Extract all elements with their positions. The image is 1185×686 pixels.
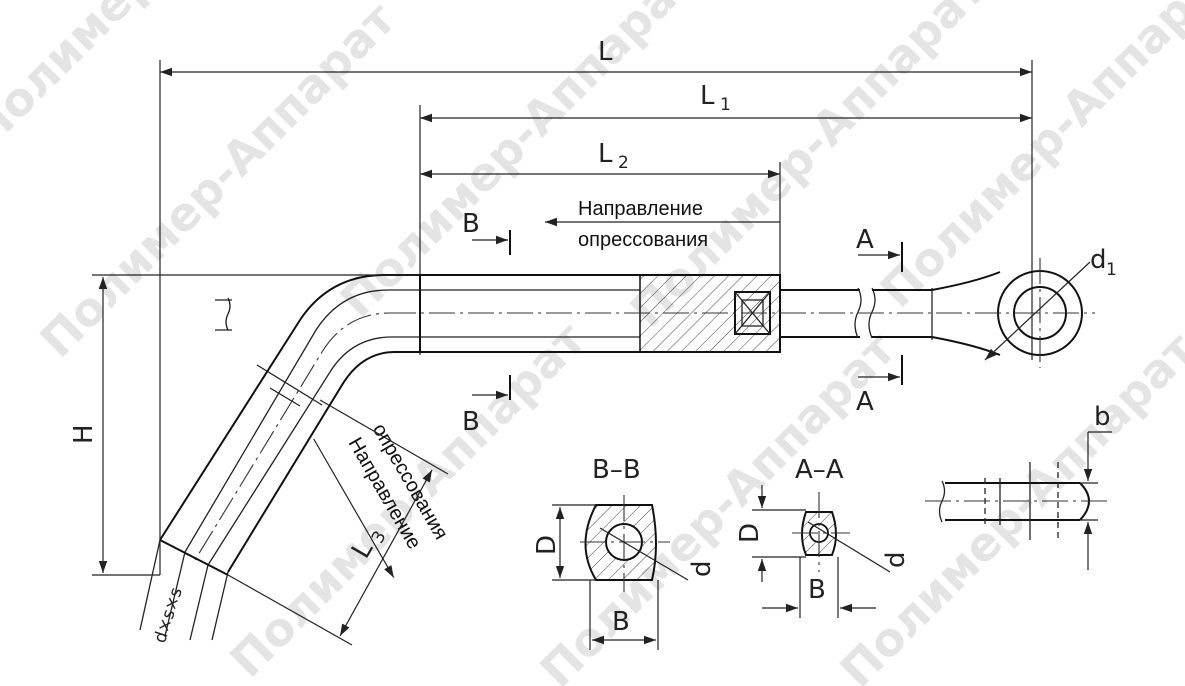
label-d1: d xyxy=(1090,245,1107,275)
section-BB: B–B D d B xyxy=(532,455,717,650)
label-L1: L xyxy=(700,81,715,111)
eye-side-view: b xyxy=(925,402,1112,570)
label-cable-dims: d×s×s xyxy=(150,585,187,646)
label-section-AA: A–A xyxy=(795,455,844,485)
section-AA: A–A D d B xyxy=(735,455,911,618)
label-L2-sub: 2 xyxy=(618,153,629,173)
dimension-d1: d 1 xyxy=(984,245,1117,361)
dimension-L2: L 2 xyxy=(420,139,781,285)
label-B-dim-left: B xyxy=(612,607,630,637)
note-direction-line1: Направление xyxy=(578,198,703,220)
section-mark-A: A A xyxy=(856,225,903,417)
label-d-right: d xyxy=(881,551,911,568)
label-section-BB: B–B xyxy=(592,455,641,485)
dimension-H: H xyxy=(69,274,420,576)
label-H: H xyxy=(69,424,99,444)
label-d1-sub: 1 xyxy=(1106,260,1117,280)
label-A-bottom: A xyxy=(856,387,874,417)
dimension-L: L xyxy=(159,37,1033,575)
label-L2: L xyxy=(598,139,613,169)
label-B-top: B xyxy=(462,209,480,239)
label-L1-sub: 1 xyxy=(720,95,731,115)
label-A-top: A xyxy=(856,225,874,255)
label-D-right: D xyxy=(735,523,765,543)
section-mark-B: B B xyxy=(462,209,511,437)
label-B-bottom: B xyxy=(462,407,480,437)
label-b: b xyxy=(1094,402,1111,432)
label-d-left: d xyxy=(687,560,717,577)
note-direction-line2: опрессования xyxy=(578,229,708,251)
label-B-dim-right: B xyxy=(808,575,826,605)
label-L: L xyxy=(598,37,613,67)
pressing-direction-note: Направление опрессования xyxy=(545,198,780,251)
watermark-text-6: Полимер-Аппарат xyxy=(530,322,906,686)
label-D-left: D xyxy=(532,535,562,555)
clamp-body xyxy=(139,258,1095,641)
